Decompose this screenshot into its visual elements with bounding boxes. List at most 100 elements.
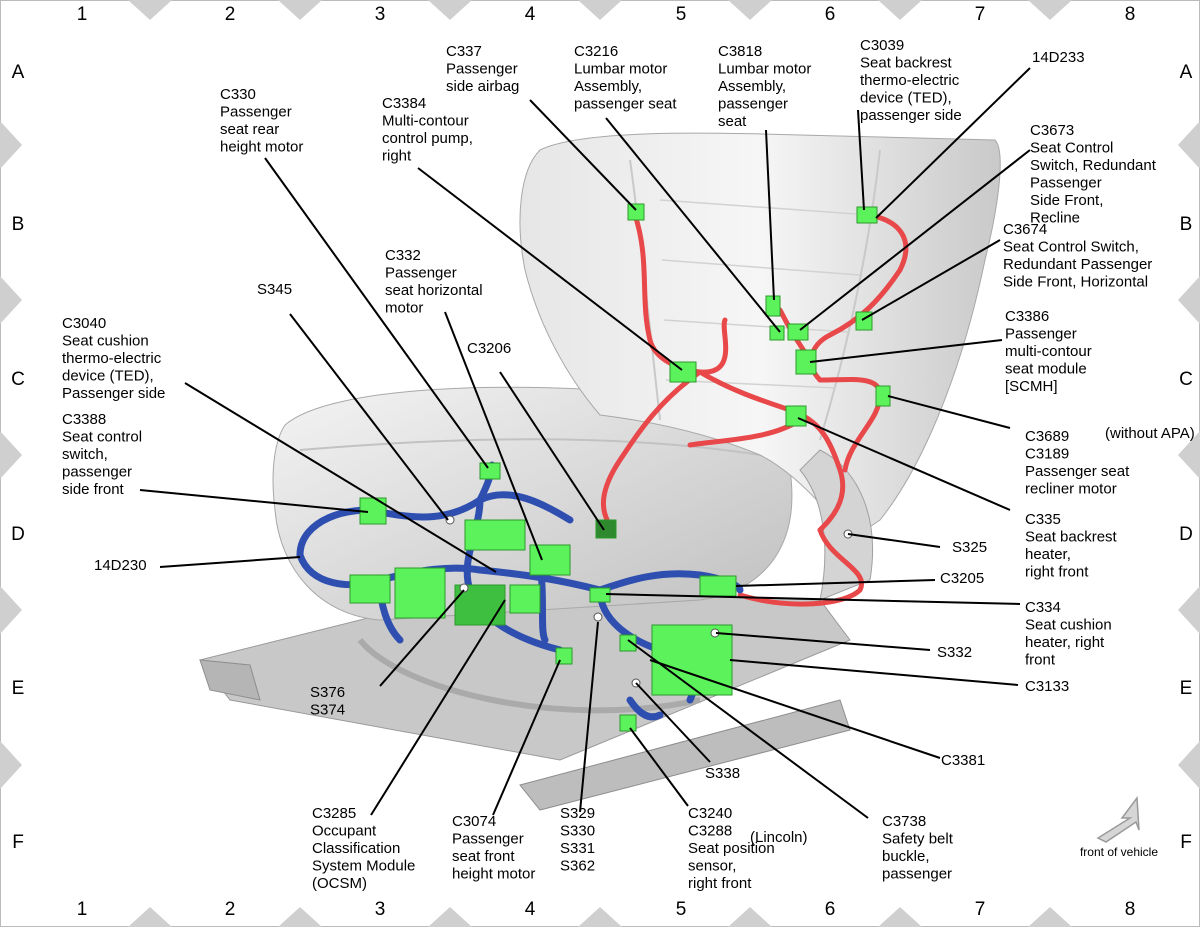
callout-line: seat front (452, 848, 515, 865)
grid-marker-top (578, 0, 622, 20)
leader-line (635, 682, 711, 763)
connector-c335 (785, 405, 807, 427)
grid-row-label-right: A (1180, 62, 1193, 83)
grid-row-label-left: D (11, 524, 25, 545)
front-of-vehicle-indicator: front of vehicle (1080, 795, 1158, 859)
callout-line: (OCSM) (312, 875, 367, 892)
callout-line: thermo-electric (62, 350, 162, 367)
connector-c3689 (875, 385, 891, 407)
callout-line: Classification (312, 840, 400, 857)
callout-line: passenger (882, 866, 952, 883)
callout-s332: S332 (937, 644, 972, 661)
leader-line (765, 129, 775, 301)
callout-line: Lumbar motor (574, 61, 667, 78)
callout-line: front (1025, 652, 1056, 669)
callout-line: heater, right (1025, 634, 1105, 651)
grid-column-label-top: 7 (975, 4, 986, 25)
grid-column-label-bottom: 6 (825, 899, 836, 920)
grid-marker-bottom (128, 907, 172, 927)
callout-line: Seat cushion (62, 333, 149, 350)
callout-line: Redundant Passenger (1003, 256, 1152, 273)
leader-line (370, 599, 506, 816)
leader-line (605, 117, 781, 333)
callout-line: C3205 (940, 570, 984, 587)
callout-s338: S338 (705, 765, 740, 782)
grid-marker-top (128, 0, 172, 20)
callout-line: passenger seat (574, 96, 677, 113)
grid-marker-top (878, 0, 922, 20)
grid-column-label-bottom: 2 (225, 899, 236, 920)
callout-line: Seat cushion (1025, 617, 1112, 634)
harness-blue-branch (626, 696, 664, 721)
callout-line: [SCMH] (1005, 378, 1058, 395)
callout-line: height motor (220, 139, 303, 156)
callout-line: S329 (560, 805, 595, 822)
seat-rail-front (199, 659, 261, 701)
grid-marker-bottom (578, 907, 622, 927)
callout-w14d233: 14D233 (1032, 49, 1085, 66)
callout-line: right front (688, 875, 752, 892)
callout-line: C3738 (882, 813, 926, 830)
callout-line: Seat Control Switch, (1003, 239, 1139, 256)
leader-line (289, 313, 449, 521)
leader-lines (139, 67, 1031, 819)
leader-line (444, 311, 543, 561)
leader-line (729, 659, 1019, 686)
leader-line (159, 556, 301, 568)
callout-line: Passenger side (62, 385, 165, 402)
leader-line (492, 659, 561, 816)
grid-marker-bottom (278, 907, 322, 927)
callout-line: Passenger (452, 831, 524, 848)
callout-line: device (TED), (860, 90, 952, 107)
connectors (349, 203, 891, 732)
grid-marker-left (0, 586, 22, 634)
grid-marker-left (0, 741, 22, 789)
callout-line: seat module (1005, 361, 1087, 378)
connector-c3240 (619, 714, 637, 732)
callout-line: S374 (310, 702, 345, 719)
callout-line: C330 (220, 86, 256, 103)
callout-line: C3388 (62, 411, 106, 428)
grid-column-label-top: 2 (225, 4, 236, 25)
harness-red-branch (600, 369, 703, 528)
grid-row-label-right: E (1180, 678, 1193, 699)
callout-line: Side Front, (1030, 192, 1103, 209)
grid-column-label-top: 8 (1125, 4, 1136, 25)
backrest-rib (659, 199, 871, 216)
callout-line: height motor (452, 866, 535, 883)
leader-line (529, 99, 637, 211)
grid-column-label-bottom: 4 (525, 899, 536, 920)
callout-w14d230: 14D230 (94, 557, 147, 574)
leader-line (579, 621, 599, 813)
callout-line: Seat position (688, 840, 775, 857)
callout-c3381: C3381 (941, 752, 985, 769)
connector-c3381 (619, 634, 637, 652)
callout-line: System Module (312, 858, 415, 875)
grid-column-label-top: 5 (676, 4, 687, 25)
grid-marker-left (0, 431, 22, 479)
callout-line: S338 (705, 765, 740, 782)
callout-line: Assembly, (718, 78, 786, 95)
grid-row-label-left: C (11, 369, 25, 390)
callout-line: 14D233 (1032, 49, 1085, 66)
callout-line: C3206 (467, 340, 511, 357)
callout-line: Lumbar motor (718, 61, 811, 78)
callout-line: C3818 (718, 43, 762, 60)
grid-row-label-left: F (12, 832, 24, 853)
callout-line: Passenger (220, 104, 292, 121)
callout-line: C3386 (1005, 308, 1049, 325)
callout-line: side airbag (446, 78, 519, 95)
callout-line: S345 (257, 281, 292, 298)
callout-line: C334 (1025, 599, 1061, 616)
leader-line (875, 67, 1031, 219)
grid-marker-top (428, 0, 472, 20)
grid-column-label-bottom: 3 (375, 899, 386, 920)
